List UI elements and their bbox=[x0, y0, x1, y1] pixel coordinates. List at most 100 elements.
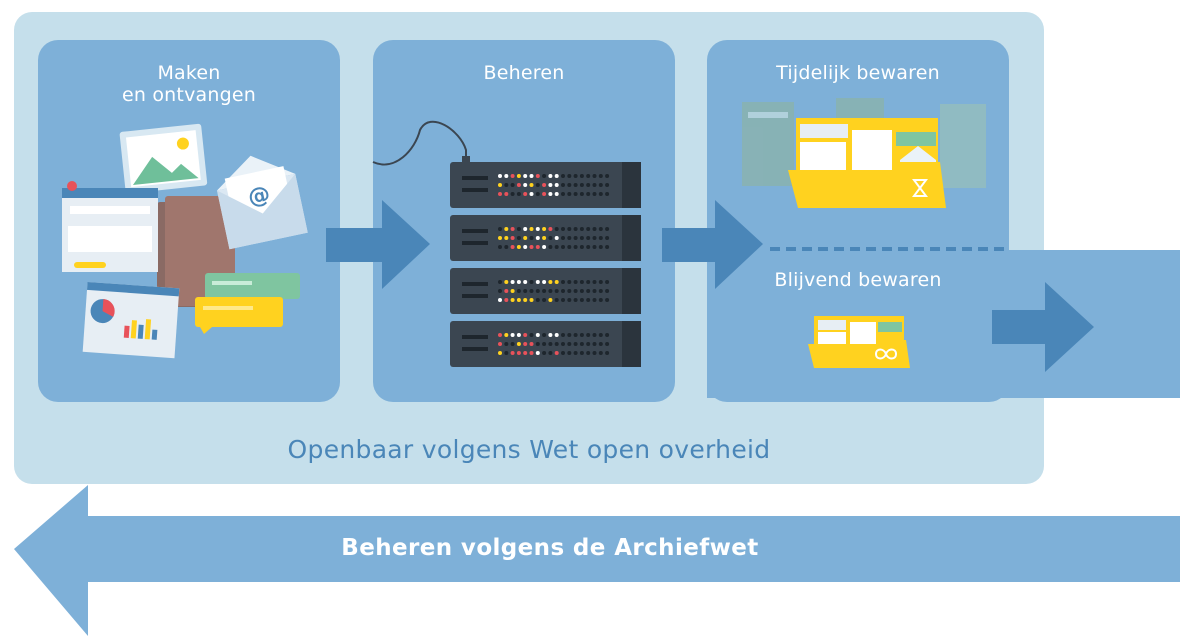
server-led bbox=[561, 245, 565, 249]
server-led bbox=[598, 174, 603, 178]
server-led bbox=[535, 333, 540, 337]
server-led bbox=[605, 298, 610, 302]
server-led bbox=[586, 192, 591, 196]
server-led bbox=[554, 351, 559, 355]
server-led bbox=[523, 351, 528, 355]
server-led bbox=[579, 245, 584, 249]
server-led bbox=[592, 192, 597, 196]
server-led bbox=[554, 192, 559, 196]
server-led bbox=[573, 174, 578, 178]
server-led bbox=[586, 183, 591, 187]
photo-icon bbox=[119, 123, 208, 194]
server-led bbox=[592, 183, 597, 187]
server-led bbox=[554, 236, 559, 240]
server-led bbox=[605, 342, 610, 346]
server-led bbox=[510, 183, 515, 187]
server-led bbox=[548, 174, 553, 178]
server-led bbox=[535, 227, 540, 231]
panel-beheren-title: Beheren bbox=[483, 62, 565, 84]
arrow-right-3 bbox=[992, 282, 1094, 372]
server-led bbox=[498, 192, 502, 196]
server-led bbox=[504, 289, 509, 293]
arrow-right-2 bbox=[662, 200, 763, 289]
server-led bbox=[592, 245, 597, 249]
server-rack-icon bbox=[372, 120, 641, 367]
panel-maken-title: Maken en ontvangen bbox=[38, 62, 340, 106]
server-led bbox=[598, 342, 603, 346]
server-led bbox=[586, 333, 591, 337]
server-led bbox=[567, 289, 572, 293]
server-led bbox=[523, 183, 528, 187]
server-led bbox=[592, 351, 597, 355]
server-led bbox=[567, 183, 572, 187]
server-led bbox=[542, 236, 547, 240]
server-led bbox=[548, 227, 553, 231]
server-led bbox=[542, 174, 547, 178]
server-led bbox=[561, 280, 565, 284]
server-led bbox=[529, 236, 534, 240]
server-led bbox=[510, 298, 515, 302]
server-led bbox=[605, 351, 610, 355]
server-led bbox=[516, 289, 521, 293]
server-led bbox=[523, 289, 528, 293]
server-led bbox=[573, 351, 578, 355]
server-led bbox=[598, 280, 603, 284]
server-led bbox=[554, 174, 559, 178]
server-led bbox=[573, 245, 578, 249]
server-led bbox=[529, 333, 534, 337]
server-led bbox=[516, 174, 521, 178]
server-led bbox=[586, 342, 591, 346]
server-led bbox=[605, 333, 610, 337]
server-led bbox=[592, 174, 597, 178]
server-led bbox=[579, 183, 584, 187]
server-led bbox=[573, 342, 578, 346]
server-led bbox=[504, 183, 509, 187]
server-led bbox=[548, 342, 553, 346]
server-led bbox=[504, 174, 509, 178]
server-led bbox=[542, 351, 547, 355]
server-led bbox=[504, 351, 509, 355]
server-led bbox=[605, 245, 610, 249]
server-led bbox=[586, 245, 591, 249]
server-led bbox=[586, 174, 591, 178]
server-led bbox=[598, 351, 603, 355]
server-led bbox=[567, 333, 572, 337]
server-led bbox=[498, 280, 502, 284]
server-led bbox=[516, 183, 521, 187]
server-led bbox=[598, 183, 603, 187]
server-led bbox=[567, 298, 572, 302]
server-led bbox=[516, 192, 521, 196]
server-led bbox=[535, 289, 540, 293]
server-led bbox=[598, 192, 603, 196]
server-led bbox=[516, 227, 521, 231]
server-led bbox=[504, 227, 509, 231]
server-led bbox=[598, 298, 603, 302]
server-led bbox=[561, 298, 565, 302]
server-led bbox=[579, 227, 584, 231]
infinity-icon bbox=[874, 348, 898, 360]
server-led bbox=[548, 280, 553, 284]
server-led bbox=[510, 174, 515, 178]
server-led bbox=[598, 236, 603, 240]
svg-text:@: @ bbox=[246, 182, 273, 211]
server-led bbox=[554, 333, 559, 337]
server-led bbox=[561, 174, 565, 178]
server-led bbox=[561, 236, 565, 240]
server-led bbox=[510, 342, 515, 346]
server-led bbox=[529, 183, 534, 187]
server-led bbox=[498, 236, 502, 240]
server-led bbox=[548, 298, 553, 302]
server-led bbox=[592, 289, 597, 293]
server-led bbox=[498, 333, 502, 337]
server-led bbox=[504, 236, 509, 240]
server-led bbox=[567, 351, 572, 355]
server-led bbox=[554, 342, 559, 346]
arrow-right-1 bbox=[326, 200, 430, 289]
server-led bbox=[542, 183, 547, 187]
server-led bbox=[561, 342, 565, 346]
chart-window-icon bbox=[82, 281, 180, 359]
server-led bbox=[523, 298, 528, 302]
server-led bbox=[548, 245, 553, 249]
chat-bubble-icon bbox=[195, 273, 300, 334]
